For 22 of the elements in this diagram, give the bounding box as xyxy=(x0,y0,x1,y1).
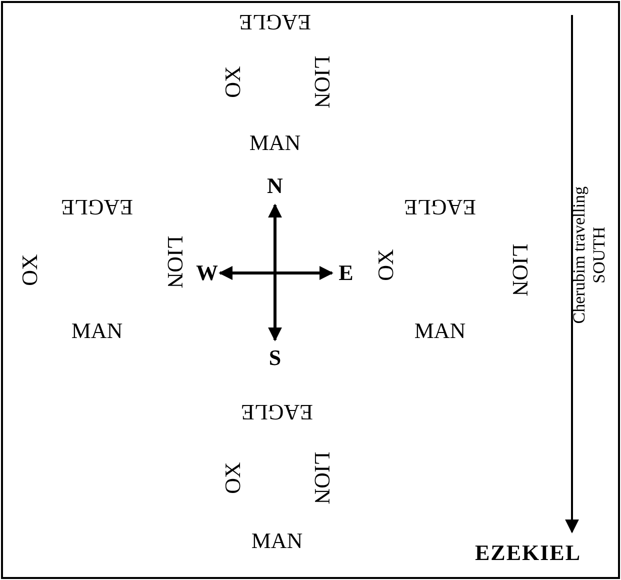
creature-label: OX xyxy=(19,254,41,286)
creature-label: OX xyxy=(375,249,397,281)
creature-label: EAGLE xyxy=(240,401,314,423)
creature-label: LION xyxy=(311,452,333,504)
creature-label: EAGLE xyxy=(60,196,134,218)
author-caption: EZEKIEL xyxy=(474,542,582,564)
creature-label: MAN xyxy=(71,320,123,342)
creature-label: LION xyxy=(311,56,333,108)
creature-label: MAN xyxy=(414,320,466,342)
compass-letter: S xyxy=(268,347,282,369)
creature-label: EAGLE xyxy=(238,11,312,33)
compass-letter: N xyxy=(267,175,283,197)
creature-label: LION xyxy=(164,236,186,288)
creature-label: MAN xyxy=(251,530,303,552)
creature-label: EAGLE xyxy=(404,196,476,218)
creature-label: LION xyxy=(509,244,531,296)
direction-note: Cherubim travelling SOUTH xyxy=(570,185,610,326)
creature-label: OX xyxy=(222,462,244,494)
creature-label: OX xyxy=(222,66,244,98)
compass-letter: E xyxy=(338,262,354,284)
creature-label: MAN xyxy=(249,132,301,154)
compass-letter: W xyxy=(196,262,218,284)
